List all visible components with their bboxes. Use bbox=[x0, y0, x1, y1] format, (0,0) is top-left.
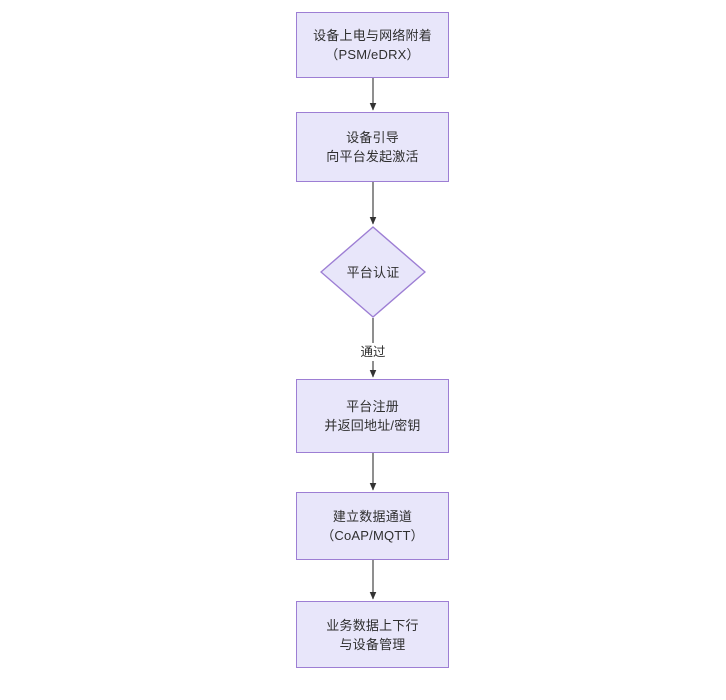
node-platform-register-label: 平台注册 并返回地址/密钥 bbox=[324, 399, 421, 433]
node-power-attach[interactable]: 设备上电与网络附着 （PSM/eDRX） bbox=[296, 12, 449, 78]
node-platform-register[interactable]: 平台注册 并返回地址/密钥 bbox=[296, 379, 449, 453]
node-bootstrap[interactable]: 设备引导 向平台发起激活 bbox=[296, 112, 449, 182]
edge-label-pass: 通过 bbox=[358, 343, 388, 361]
node-platform-auth-label: 平台认证 bbox=[346, 264, 400, 280]
node-business-data-label: 业务数据上下行 与设备管理 bbox=[326, 617, 419, 652]
node-bootstrap-label: 设备引导 向平台发起激活 bbox=[326, 130, 419, 164]
node-data-channel[interactable]: 建立数据通道 （CoAP/MQTT） bbox=[296, 492, 449, 560]
node-data-channel-label: 建立数据通道 （CoAP/MQTT） bbox=[321, 509, 424, 543]
diamond-shape-icon bbox=[320, 226, 426, 318]
node-platform-auth-decision[interactable]: 平台认证 bbox=[320, 226, 426, 318]
node-power-attach-label: 设备上电与网络附着 （PSM/eDRX） bbox=[313, 28, 432, 62]
node-business-data[interactable]: 业务数据上下行 与设备管理 bbox=[296, 601, 449, 668]
